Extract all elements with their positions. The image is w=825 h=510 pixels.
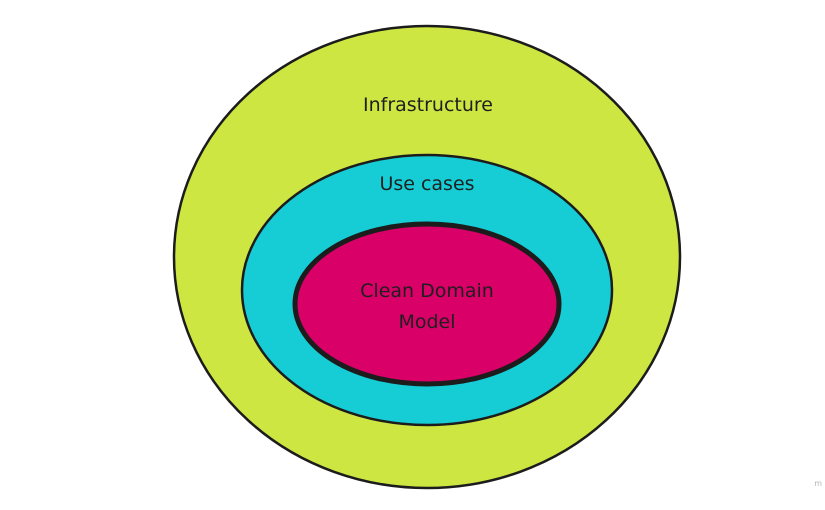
clean-domain-model-layer-ellipse [292, 221, 562, 387]
watermark-logo: m [814, 479, 822, 488]
infrastructure-label: Infrastructure [363, 94, 493, 116]
clean-domain-model-label-line-2: Model [398, 311, 455, 333]
clean-domain-model-label-line-1: Clean Domain [360, 280, 494, 302]
use-cases-label: Use cases [379, 173, 474, 195]
